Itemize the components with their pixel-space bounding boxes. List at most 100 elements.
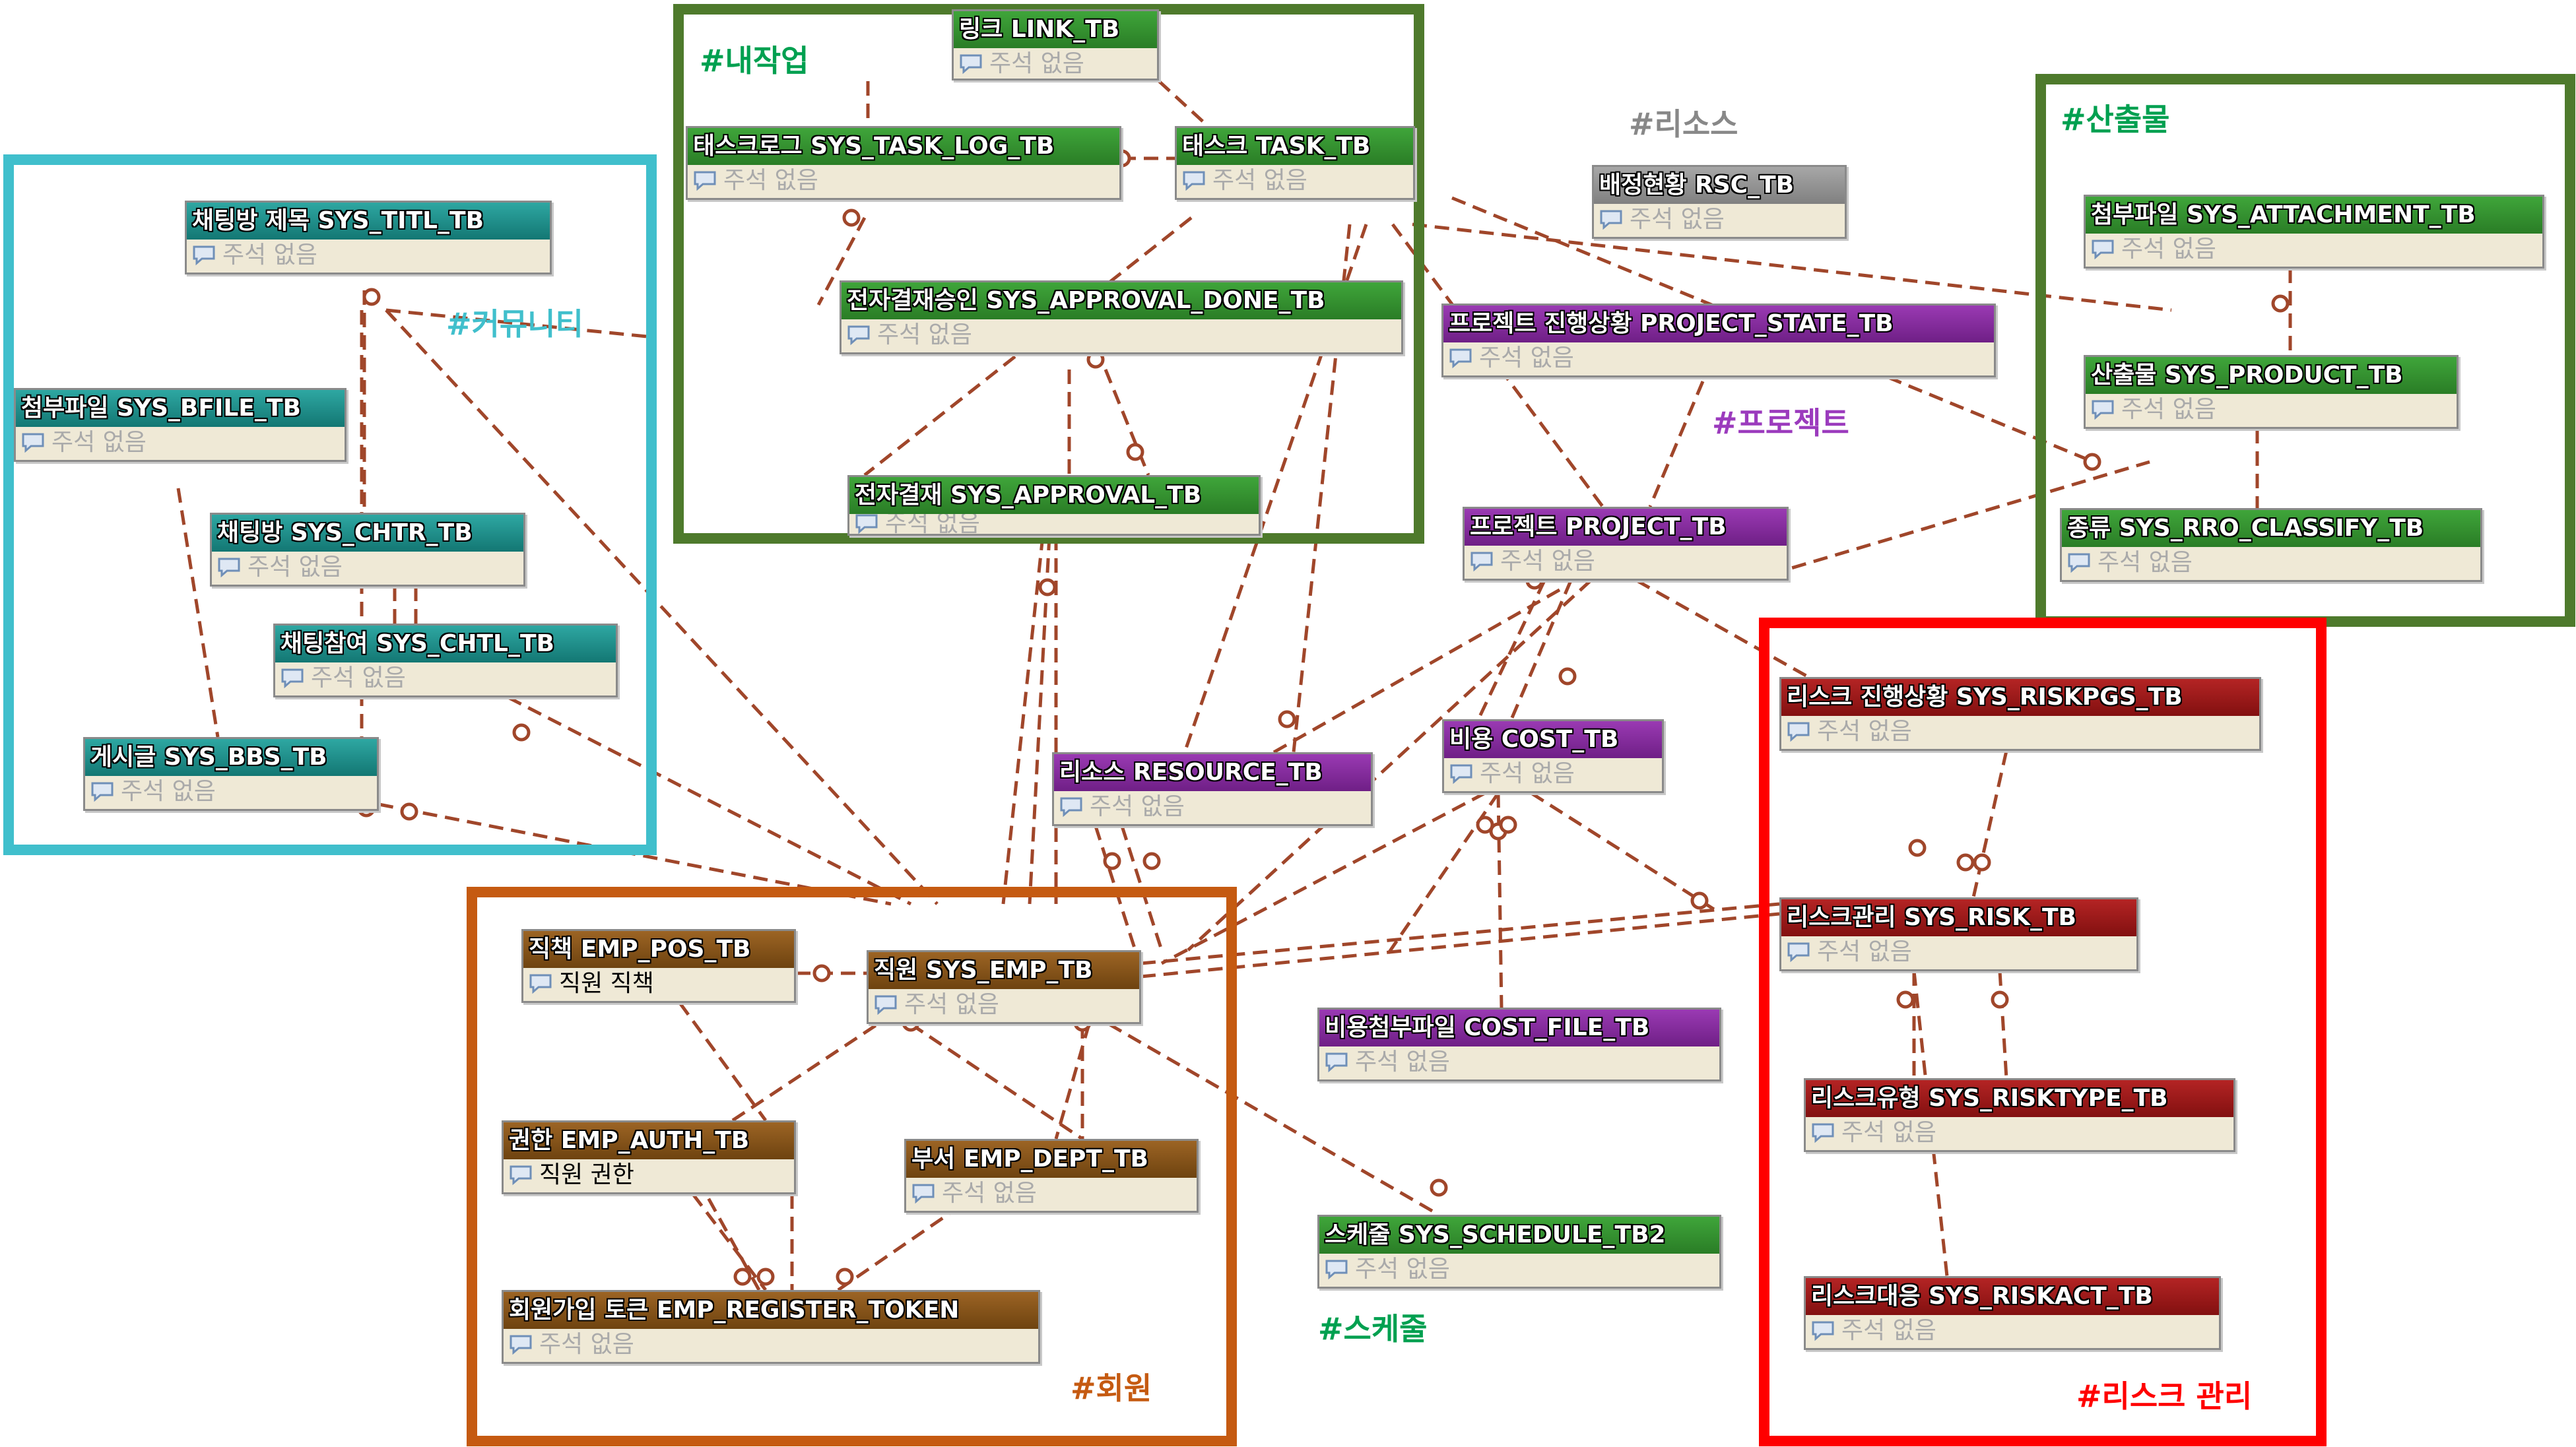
relationship-line [1912,971,1949,1277]
entity-sys-attachment-tb[interactable]: 첨부파일 SYS_ATTACHMENT_TB 주석 없음 [2084,195,2544,269]
entity-comment: 주석 없음 [2086,234,2542,265]
entity-comment-text: 주석 없음 [989,50,1084,77]
speech-bubble-icon [847,325,870,346]
entity-project-state-tb[interactable]: 프로젝트 진행상황 PROJECT_STATE_TB 주석 없음 [1441,304,1996,377]
relationship-line [704,1193,761,1291]
entity-cost-file-tb[interactable]: 비용첨부파일 COST_FILE_TB 주석 없음 [1317,1008,1721,1081]
entity-comment-text: 주석 없음 [248,554,343,581]
entity-sys-chtl-tb[interactable]: 채팅참여 SYS_CHTL_TB 주석 없음 [273,624,618,697]
entity-comment: 직원 직책 [523,968,794,1000]
entity-sys-bbs-tb[interactable]: 게시글 SYS_BBS_TB 주석 없음 [83,737,379,811]
relationship-line [1272,585,1566,754]
entity-sys-product-tb[interactable]: 산출물 SYS_PRODUCT_TB 주석 없음 [2084,355,2459,429]
entity-comment: 주석 없음 [85,776,377,808]
entity-task-tb[interactable]: 태스크 TASK_TB 주석 없음 [1175,126,1415,200]
entity-comment-text: 주석 없음 [1355,1256,1450,1283]
relationship-line [1748,460,2150,583]
speech-bubble-icon [1470,552,1493,572]
entity-comment: 주석 없음 [2086,394,2457,426]
entity-comment-text: 주석 없음 [2121,236,2216,263]
entity-comment-text: 주석 없음 [311,664,406,691]
entity-comment: 주석 없음 [1444,758,1662,790]
entity-cost-tb[interactable]: 비용 COST_TB 주석 없음 [1442,719,1664,793]
entity-comment: 주석 없음 [869,989,1139,1021]
relationship-line [1476,579,1546,721]
entity-sys-chtr-tb[interactable]: 채팅방 SYS_CHTR_TB 주석 없음 [210,513,525,587]
entity-sys-riskact-tb[interactable]: 리스크대응 SYS_RISKACT_TB 주석 없음 [1804,1276,2221,1350]
group-label-mywork: #내작업 [700,43,809,79]
entity-title: 직책 EMP_POS_TB [523,931,794,968]
entity-sys-titl-tb[interactable]: 채팅방 제목 SYS_TITL_TB 주석 없음 [185,201,552,274]
relationship-optional-marker [1896,990,1915,1009]
entity-title: 채팅방 SYS_CHTR_TB [212,515,523,552]
entity-sys-bfile-tb[interactable]: 첨부파일 SYS_BFILE_TB 주석 없음 [14,388,347,462]
entity-link-tb[interactable]: 링크 LINK_TB 주석 없음 [952,9,1159,80]
speech-bubble-icon [1787,722,1810,742]
entity-comment-text: 주석 없음 [1480,760,1575,787]
entity-comment-text: 주석 없음 [904,991,999,1018]
entity-resource-tb[interactable]: 리소스 RESOURCE_TB 주석 없음 [1052,752,1373,826]
entity-comment-text: 주석 없음 [1355,1048,1450,1076]
speech-bubble-icon [1449,348,1472,369]
entity-title: 부서 EMP_DEPT_TB [906,1141,1197,1178]
speech-bubble-icon [510,1165,532,1186]
relationship-optional-marker [512,723,531,742]
relationship-line [1635,579,1810,679]
entity-sys-risktype-tb[interactable]: 리스크유형 SYS_RISKTYPE_TB 주석 없음 [1804,1078,2235,1152]
entity-rsc-tb[interactable]: 배정현황 RSC_TB 주석 없음 [1592,165,1847,239]
entity-comment-text: 주석 없음 [1630,206,1725,233]
entity-sys-approval-done-tb[interactable]: 전자결재승인 SYS_APPROVAL_DONE_TB 주석 없음 [840,280,1403,354]
entity-emp-auth-tb[interactable]: 권한 EMP_AUTH_TB 직원 권한 [502,1120,796,1194]
speech-bubble-icon [2068,553,2090,573]
relationship-line [1028,535,1051,905]
entity-title: 산출물 SYS_PRODUCT_TB [2086,357,2457,394]
speech-bubble-icon [1812,1321,1834,1341]
entity-sys-riskpgs-tb[interactable]: 리스크 진행상황 SYS_RISKPGS_TB 주석 없음 [1779,677,2261,751]
entity-comment-text: 주석 없음 [51,429,147,456]
relationship-optional-marker [1956,853,1975,872]
entity-comment-text: 주석 없음 [1841,1119,1936,1146]
group-frame-mywork [673,4,1424,544]
relationship-line [1107,1022,1440,1217]
entity-sys-approval-tb[interactable]: 전자결재 SYS_APPROVAL_TB 주석 없음 [847,475,1261,536]
entity-project-tb[interactable]: 프로젝트 PROJECT_TB 주석 없음 [1463,507,1789,581]
entity-emp-register-token[interactable]: 회원가입 토큰 EMP_REGISTER_TOKEN 주석 없음 [502,1290,1040,1364]
entity-sys-task-log-tb[interactable]: 태스크로그 SYS_TASK_LOG_TB 주석 없음 [686,126,1121,200]
entity-sys-rro-classify-tb[interactable]: 종류 SYS_RRO_CLASSIFY_TB 주석 없음 [2060,508,2482,582]
entity-title: 리스크 진행상황 SYS_RISKPGS_TB [1781,679,2259,716]
relationship-optional-marker [1126,443,1144,461]
entity-title: 태스크로그 SYS_TASK_LOG_TB [688,128,1119,165]
relationship-optional-marker [362,288,381,306]
speech-bubble-icon [1183,171,1205,191]
entity-comment: 주석 없음 [1319,1046,1719,1078]
speech-bubble-icon [22,433,44,453]
relationship-line [1158,80,1209,127]
relationship-line [692,1193,767,1291]
relationship-optional-marker [1476,816,1494,834]
group-frame-community [3,154,657,855]
entity-title: 리스크관리 SYS_RISK_TB [1781,899,2136,936]
group-label-schedule: #스케줄 [1318,1311,1428,1347]
entity-title: 스케줄 SYS_SCHEDULE_TB2 [1319,1217,1719,1254]
entity-comment: 주석 없음 [1054,791,1371,823]
entity-sys-risk-tb[interactable]: 리스크관리 SYS_RISK_TB 주석 없음 [1779,897,2138,971]
entity-sys-schedule-tb2[interactable]: 스케줄 SYS_SCHEDULE_TB2 주석 없음 [1317,1215,1721,1289]
entity-title: 첨부파일 SYS_ATTACHMENT_TB [2086,197,2542,234]
relationship-optional-marker [1908,839,1927,857]
relationship-line [1140,902,1780,965]
entity-title: 종류 SYS_RRO_CLASSIFY_TB [2062,510,2480,547]
entity-emp-pos-tb[interactable]: 직책 EMP_POS_TB 직원 직책 [521,929,796,1003]
speech-bubble-icon [912,1184,935,1204]
relationship-optional-marker [2271,294,2290,313]
speech-bubble-icon [1600,210,1622,230]
relationship-line [507,695,912,906]
speech-bubble-icon [1060,797,1082,818]
entity-emp-dept-tb[interactable]: 부서 EMP_DEPT_TB 주석 없음 [904,1139,1199,1213]
relationship-optional-marker [1142,852,1161,870]
speech-bubble-icon [960,54,982,75]
entity-comment: 주석 없음 [842,319,1401,351]
group-label-resource: #리소스 [1629,106,1738,142]
entity-sys-emp-tb[interactable]: 직원 SYS_EMP_TB 주석 없음 [867,950,1141,1024]
speech-bubble-icon [1325,1052,1348,1073]
entity-comment-text: 주석 없음 [2121,396,2216,423]
